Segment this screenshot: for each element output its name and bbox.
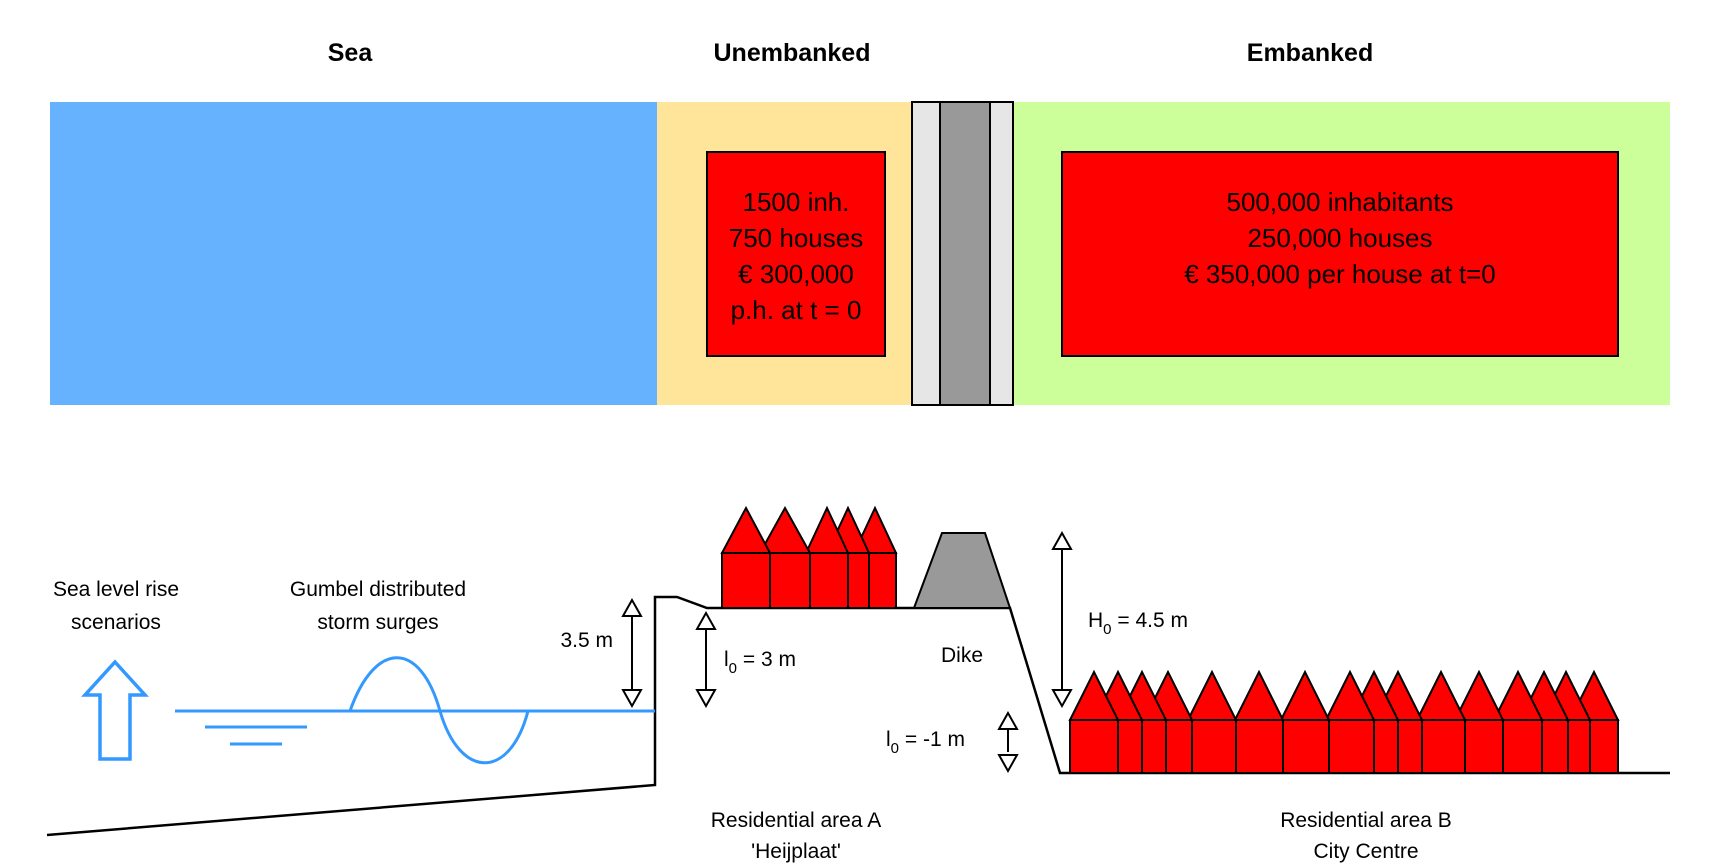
sea-level-rise-arrow-icon — [81, 659, 149, 761]
h0-label: H0 = 4.5 m — [1088, 609, 1188, 638]
ground-profile — [46, 595, 1670, 837]
l0-a-label: l0 = 3 m — [724, 648, 796, 677]
area-b-label-line1: Residential area B — [1280, 809, 1452, 832]
area-a-label-line2: 'Heijplaat' — [751, 840, 841, 863]
l0-b-label: l0 = -1 m — [886, 728, 965, 757]
gumbel-label-line1: Gumbel distributed — [290, 578, 466, 601]
box-a-line1: 1500 inh. — [743, 187, 850, 217]
dike-side-right — [989, 101, 1014, 406]
area-a-label-line1: Residential area A — [711, 809, 881, 832]
header-embanked: Embanked — [1247, 39, 1373, 67]
box-a-line2: 750 houses — [729, 223, 863, 253]
slr-label-line1: Sea level rise — [53, 578, 179, 601]
dimension-arrow-h0 — [1051, 530, 1073, 709]
height-35-label: 3.5 m — [560, 629, 613, 652]
gumbel-label-line2: storm surges — [317, 611, 438, 634]
area-b-label-line2: City Centre — [1313, 840, 1418, 863]
dike-cross-section — [912, 532, 1012, 609]
box-b-line1: 500,000 inhabitants — [1227, 187, 1454, 217]
houses-area-b — [1068, 669, 1620, 774]
box-b-line2: 250,000 houses — [1247, 223, 1432, 253]
sea-zone — [50, 102, 657, 405]
dike-crest-plan — [939, 101, 991, 406]
box-b-line3: € 350,000 per house at t=0 — [1184, 259, 1496, 289]
dike-side-left — [911, 101, 941, 406]
header-sea: Sea — [328, 39, 374, 67]
header-unembanked: Unembanked — [714, 39, 871, 67]
houses-area-a — [720, 505, 898, 609]
dimension-arrow-l0-a — [695, 610, 717, 709]
storm-surge-wave — [348, 656, 530, 765]
dimension-arrow-3-5m — [621, 597, 643, 709]
residential-area-a-box — [706, 151, 886, 357]
dike-label: Dike — [941, 644, 983, 667]
box-a-line3: € 300,000 — [738, 259, 854, 289]
box-a-line4: p.h. at t = 0 — [731, 295, 862, 325]
residential-area-b-box — [1061, 151, 1619, 357]
slr-label-line2: scenarios — [71, 611, 161, 634]
dimension-arrow-l0-b — [997, 710, 1019, 774]
